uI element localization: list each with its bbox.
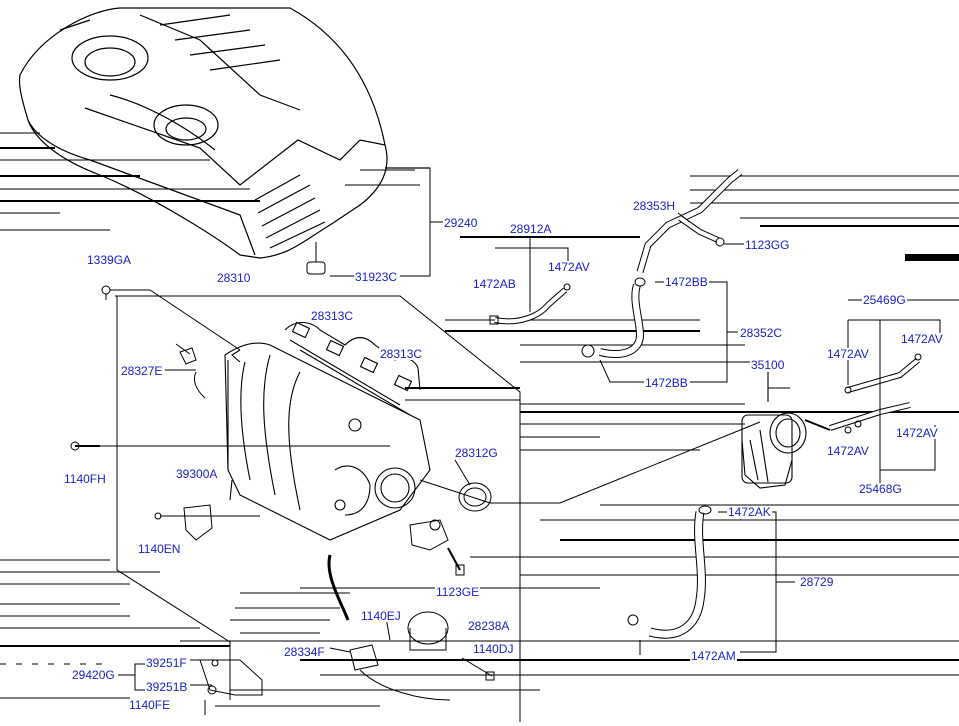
label-28313c-lower[interactable]: 28313C	[379, 347, 424, 361]
label-28352c[interactable]: 28352C	[739, 326, 784, 340]
lower-valve-assembly	[299, 519, 495, 701]
label-28313c-upper[interactable]: 28313C	[310, 309, 355, 323]
label-28327e[interactable]: 28327E	[120, 364, 164, 378]
assembly-frame	[115, 295, 521, 722]
coolant-hoses	[804, 299, 959, 488]
hose-28729	[627, 505, 795, 655]
label-28334f[interactable]: 28334F	[283, 645, 326, 659]
label-25469g[interactable]: 25469G	[862, 293, 907, 307]
label-39300a[interactable]: 39300A	[175, 467, 219, 481]
left-fasteners	[70, 285, 390, 541]
leader-lines-top	[306, 167, 443, 277]
hose-28352C	[581, 277, 738, 383]
label-1140fe[interactable]: 1140FE	[128, 698, 172, 712]
label-29420g[interactable]: 29420G	[71, 668, 116, 682]
label-28729[interactable]: 28729	[799, 575, 835, 589]
intake-manifold	[224, 321, 431, 541]
label-1123ge[interactable]: 1123GE	[435, 585, 481, 599]
label-25468g[interactable]: 25468G	[858, 482, 903, 496]
engine-cover	[18, 7, 430, 259]
label-29240[interactable]: 29240	[443, 216, 479, 230]
label-1472av-right-bottom[interactable]: 1472AV	[895, 426, 939, 440]
label-1140ej[interactable]: 1140EJ	[360, 609, 402, 623]
label-1472av-right-top[interactable]: 1472AV	[900, 332, 944, 346]
pipe-28353H	[636, 169, 745, 273]
label-1472bb-lower[interactable]: 1472BB	[644, 376, 689, 390]
label-1472av-hose[interactable]: 1472AV	[547, 260, 591, 274]
label-28912a[interactable]: 28912A	[509, 222, 553, 236]
label-39251f[interactable]: 39251F	[145, 656, 188, 670]
label-28353h[interactable]: 28353H	[632, 199, 677, 213]
label-1472av-lower[interactable]: 1472AV	[826, 444, 870, 458]
gasket-ring	[419, 421, 761, 512]
label-1472am[interactable]: 1472AM	[690, 649, 737, 663]
label-28238a[interactable]: 28238A	[467, 619, 511, 633]
label-1339ga[interactable]: 1339GA	[86, 253, 133, 267]
label-1123gg[interactable]: 1123GG	[744, 238, 791, 252]
label-35100[interactable]: 35100	[750, 358, 786, 372]
label-31923c[interactable]: 31923C	[354, 270, 399, 284]
label-1472av-mid[interactable]: 1472AV	[826, 347, 870, 361]
label-1140dj[interactable]: 1140DJ	[472, 642, 515, 656]
bracket-lower	[118, 659, 263, 715]
label-1140fh[interactable]: 1140FH	[63, 472, 107, 486]
label-39251b[interactable]: 39251B	[145, 680, 189, 694]
throttle-body	[741, 372, 807, 489]
label-28310[interactable]: 28310	[216, 271, 252, 285]
label-1472ab[interactable]: 1472AB	[472, 277, 517, 291]
label-1140en[interactable]: 1140EN	[137, 542, 182, 556]
label-28312g[interactable]: 28312G	[454, 446, 499, 460]
label-1472ak[interactable]: 1472AK	[727, 505, 772, 519]
label-1472bb-upper[interactable]: 1472BB	[664, 275, 709, 289]
